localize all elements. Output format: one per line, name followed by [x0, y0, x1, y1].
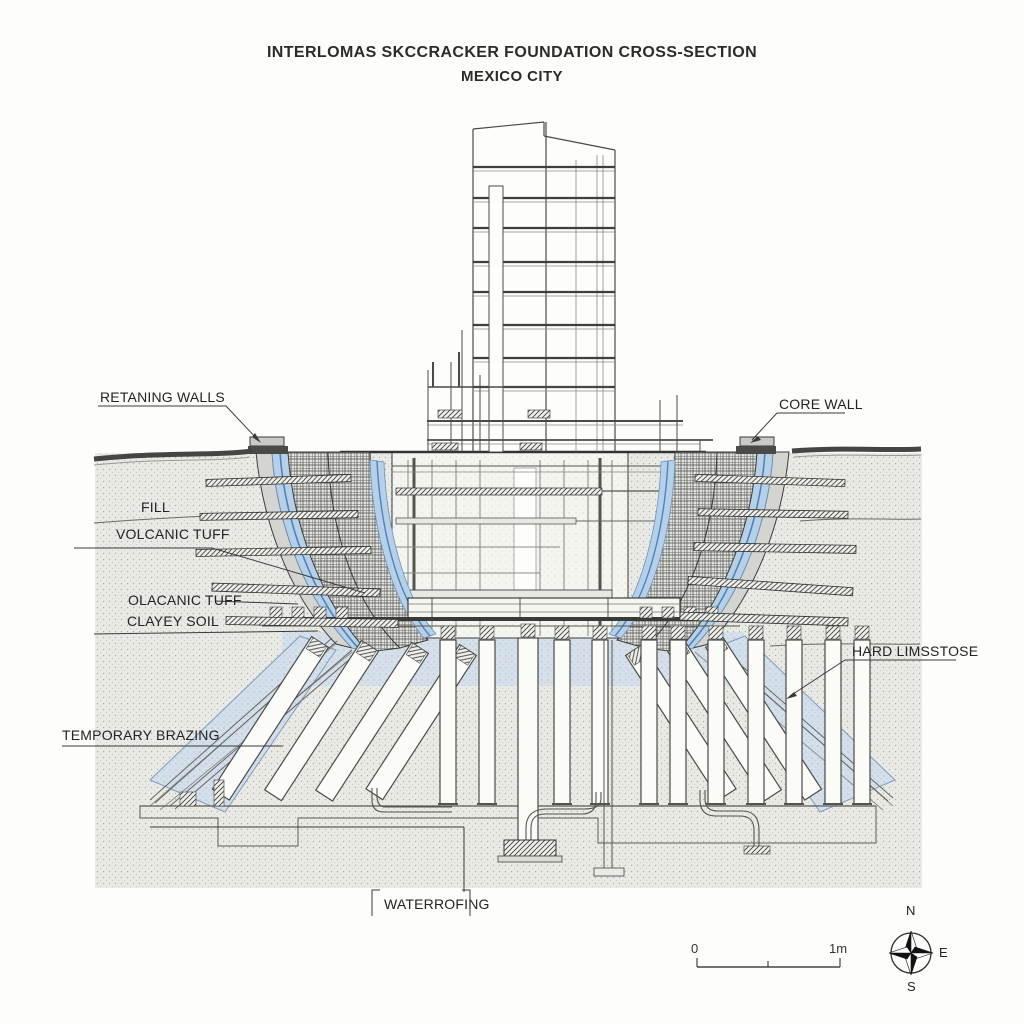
core-wall-arrow	[750, 436, 761, 443]
deep-elements	[213, 640, 771, 877]
compass-east-label: E	[939, 945, 948, 960]
waterproofing-bracket	[371, 889, 471, 916]
label-retaining-walls: RETANING WALLS	[100, 389, 225, 405]
annotation-leaders	[62, 405, 956, 916]
retaining-walls-arrow	[252, 433, 261, 443]
label-clayey-soil: CLAYEY SOIL	[127, 613, 219, 629]
label-olacanic-tuff: OLACANIC TUFF	[128, 592, 242, 608]
label-volcanic-tuff: VOLCANIC TUFF	[116, 526, 230, 542]
drawing-title: INTERLOMAS SKCCRACKER FOUNDATION CROSS-S…	[266, 44, 758, 61]
ground-surface	[93, 446, 922, 466]
core-gap	[513, 467, 537, 597]
label-temporary-bracing: TEMPORARY BRAZING	[62, 727, 220, 743]
label-hard-limestone: HARD LIMSSTOSE	[852, 643, 979, 659]
label-waterproofing: WATERROFING	[384, 896, 490, 912]
tower-superstructure	[427, 121, 713, 453]
hard-limestone-arrow	[786, 692, 797, 699]
right-retaining-wall	[608, 436, 790, 653]
tieback-anchors	[195, 473, 857, 628]
right-inner-membrane	[608, 459, 676, 639]
scale-start-label: 0	[691, 941, 699, 956]
label-fill: FILL	[141, 499, 170, 515]
drain-pipes	[213, 779, 771, 855]
vertical-piles	[439, 637, 871, 843]
bearing-stratum	[139, 805, 877, 847]
compass-rose	[888, 930, 934, 976]
drawing-subtitle: MEXICO CITY	[461, 68, 563, 85]
label-core-wall: CORE WALL	[779, 396, 863, 412]
piles	[149, 623, 894, 843]
tower-core-column	[488, 185, 504, 453]
right-soil-line	[799, 518, 922, 522]
scale-bar	[696, 958, 841, 968]
left-inner-membrane	[369, 459, 437, 639]
scale-end-label: 1m	[829, 941, 848, 956]
compass-south-label: S	[907, 979, 916, 994]
compass-north-label: N	[906, 903, 916, 918]
